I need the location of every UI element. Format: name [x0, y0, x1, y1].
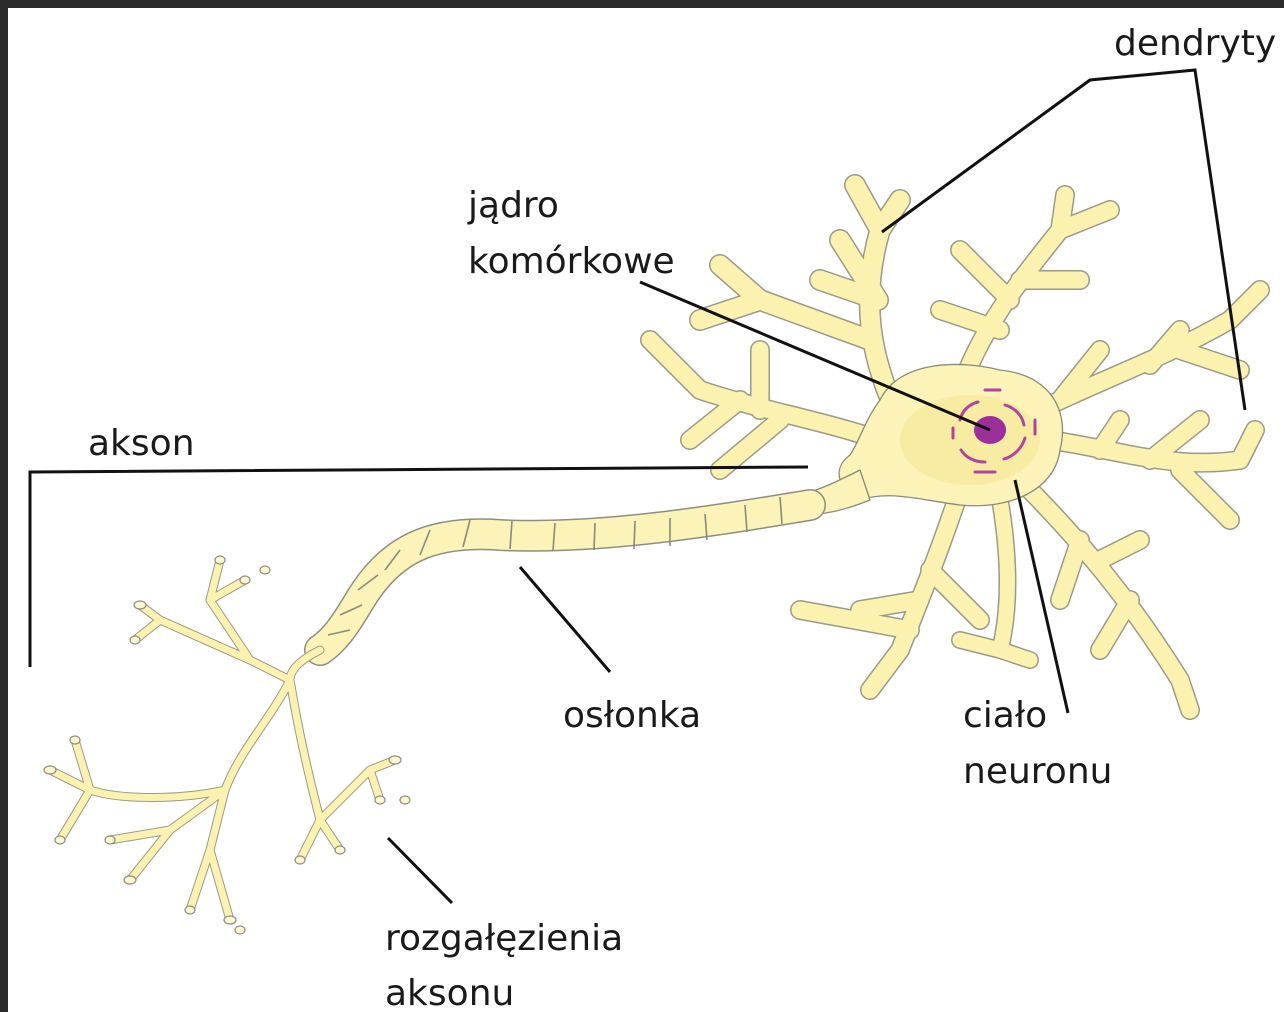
soma-label-line1: ciało — [963, 688, 1047, 744]
sheath-leader — [520, 567, 610, 672]
diagram-canvas: dendryty jądro komórkowe akson osłonka c… — [8, 8, 1284, 1012]
terminals-leader — [388, 838, 452, 903]
axon-label: akson — [88, 416, 195, 472]
cell-body — [839, 364, 1062, 505]
nucleus-label-line2: komórkowe — [468, 234, 675, 290]
dendrites-label: dendryty — [1114, 16, 1276, 72]
neuron-illustration — [8, 8, 1284, 1012]
sheath-label: osłonka — [563, 688, 701, 744]
terminals-label-line2: aksonu — [385, 966, 514, 1012]
nucleus-label-line1: jądro — [468, 178, 559, 234]
terminals-label-line1: rozgałęzienia — [385, 911, 623, 967]
myelin-sheath — [320, 497, 810, 650]
axon-leader — [30, 467, 808, 667]
soma-label-line2: neuronu — [963, 744, 1112, 800]
